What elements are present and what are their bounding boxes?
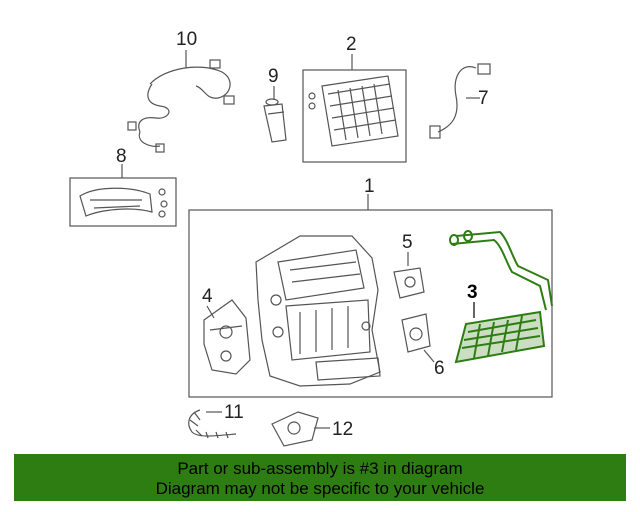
parts-diagram: [69, 50, 553, 447]
callout-9: 9: [268, 66, 279, 87]
part-7-cable: [429, 63, 491, 139]
callout-3: 3: [467, 282, 478, 303]
banner-line-2: Diagram may not be specific to your vehi…: [155, 479, 485, 498]
callout-5: 5: [402, 232, 413, 253]
part-10-wire-harness: [127, 50, 235, 153]
callout-7: 7: [478, 88, 489, 109]
part-1-heater-unit-box: [188, 209, 553, 398]
part-6-servo: [401, 313, 435, 363]
part-1-heater-case: [255, 235, 381, 387]
callout-10: 10: [176, 29, 198, 50]
banner-line-1: Part or sub-assembly is #3 in diagram: [177, 459, 463, 478]
part-4-actuator: [203, 299, 251, 375]
callout-11: 11: [224, 402, 244, 423]
callout-1: 1: [364, 176, 375, 197]
part-2-evaporator: [302, 54, 407, 163]
callout-6: 6: [434, 358, 445, 379]
info-banner: Part or sub-assembly is #3 in diagram Di…: [14, 454, 626, 501]
part-8-duct: [69, 164, 177, 227]
callout-2: 2: [346, 34, 357, 55]
callout-4: 4: [202, 286, 213, 307]
part-5-motor: [393, 252, 425, 299]
callout-8: 8: [116, 146, 127, 167]
part-11-hose: [188, 409, 237, 439]
part-3-heater-core: [449, 230, 553, 364]
callout-12: 12: [332, 419, 354, 440]
part-12-gasket: [271, 411, 330, 447]
part-9-sensor: [263, 86, 287, 143]
